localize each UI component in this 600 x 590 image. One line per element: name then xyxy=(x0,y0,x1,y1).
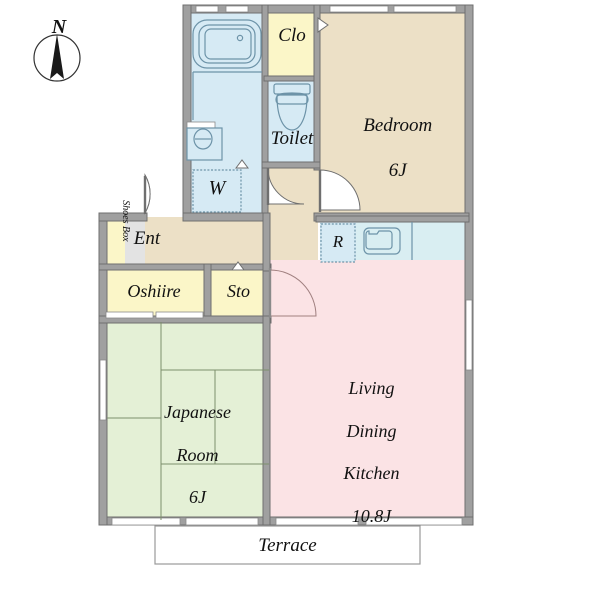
wall-fridge-top xyxy=(315,215,470,223)
toilet-bowl xyxy=(276,92,308,131)
washbasin-bowl xyxy=(193,128,213,150)
wall-entrance-top xyxy=(98,212,148,222)
window-ldk-2 xyxy=(365,517,463,526)
room-shoes-box xyxy=(103,217,125,269)
doors xyxy=(143,17,361,318)
door-bath xyxy=(235,159,249,169)
window-ldk-right xyxy=(465,299,473,371)
room-hallway-upper xyxy=(143,217,318,264)
window-japanese-2 xyxy=(185,517,259,526)
terrace-rect xyxy=(154,525,421,565)
wall-bath-bottom xyxy=(182,212,269,222)
door-ldk xyxy=(269,269,317,317)
window-ldk-1 xyxy=(275,517,359,526)
door-closet xyxy=(317,17,329,33)
door-storage xyxy=(231,261,245,271)
fixtures xyxy=(186,19,413,263)
room-oshiire xyxy=(103,269,205,319)
toilet-seat xyxy=(275,94,309,105)
window-bedroom-2 xyxy=(393,5,457,13)
windows xyxy=(99,5,473,526)
wall-oshiire-top xyxy=(98,263,272,271)
window-japanese-1 xyxy=(111,517,181,526)
wall-toilet-bottom xyxy=(261,161,321,169)
compass xyxy=(33,34,81,82)
toilet-tank xyxy=(273,83,311,95)
door-entrance-arc xyxy=(144,174,151,214)
washbasin-counter xyxy=(186,127,223,161)
wall-closet-toilet xyxy=(263,75,321,82)
bathtub-outer xyxy=(192,19,262,69)
oshiire-door-2 xyxy=(155,311,204,319)
wall-oshiire-sto xyxy=(203,263,212,321)
window-bedroom-1 xyxy=(329,5,389,13)
bathtub-basin xyxy=(204,28,252,60)
terrace-area xyxy=(154,525,421,565)
washing-machine-space xyxy=(192,169,242,213)
bathtub-drain xyxy=(236,34,244,42)
refrigerator-box xyxy=(320,223,356,263)
room-closet xyxy=(266,12,318,80)
kitchen-sink-outer xyxy=(363,227,401,255)
wall-bedroom-left xyxy=(313,4,321,171)
window-bath-1 xyxy=(195,5,219,13)
wall-right xyxy=(464,4,474,526)
compass-needle xyxy=(50,34,64,79)
window-japanese-left xyxy=(99,359,107,421)
door-bedroom xyxy=(319,169,361,211)
tatami-layout xyxy=(107,322,269,520)
oshiire-door-1 xyxy=(105,311,154,319)
kitchen-sink-inner xyxy=(365,230,393,250)
wall-hall-ldk xyxy=(262,212,271,272)
room-japanese xyxy=(107,322,269,520)
wall-japanese-ldk xyxy=(262,315,271,526)
wall-bath-left xyxy=(182,4,192,221)
room-storage xyxy=(211,269,266,319)
window-bath-2 xyxy=(225,5,249,13)
bathtub-inner xyxy=(198,24,256,64)
